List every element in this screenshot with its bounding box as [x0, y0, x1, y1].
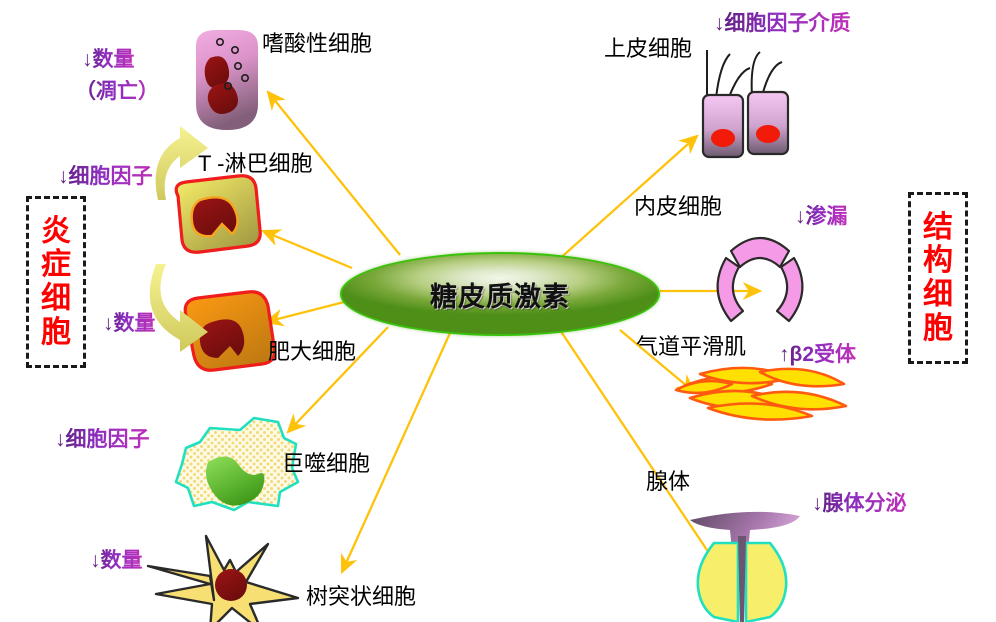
- annotation-macrophage-cytokines: ↓细胞因子: [55, 428, 150, 451]
- annotation-eosinophil-apoptosis: （凋亡）: [75, 80, 159, 103]
- group-box-structural-cells[interactable]: 结 构 细 胞: [908, 192, 968, 364]
- group-char-2: 症: [41, 248, 71, 282]
- annotation-dendritic-count: ↓数量: [90, 549, 143, 572]
- label-smooth-muscle: 气道平滑肌: [636, 334, 747, 359]
- label-dendritic: 树突状细胞: [306, 584, 417, 609]
- arrow-to-epithelial: [555, 134, 699, 263]
- center-node-label: 糖皮质激素: [430, 281, 570, 312]
- label-t-lymphocyte: T -淋巴细胞: [198, 151, 313, 176]
- arrow-to-mast: [263, 298, 353, 327]
- label-mast-cell: 肥大细胞: [268, 339, 357, 364]
- group-char-3: 细: [41, 282, 71, 315]
- annotation-endothelial-leakage: ↓渗漏: [795, 205, 848, 228]
- center-node-glucocorticoid[interactable]: 糖皮质激素: [340, 252, 660, 336]
- arrow-to-gland: [559, 329, 725, 576]
- group-char-3: 细: [923, 278, 953, 311]
- group-char-1: 炎: [41, 214, 71, 248]
- label-gland: 腺体: [646, 469, 691, 494]
- annotation-mast-count: ↓数量: [103, 312, 156, 335]
- annotation-epithelial-mediators: ↓细胞因子介质: [714, 12, 851, 35]
- annotation-tcell-cytokines: ↓细胞因子: [58, 165, 153, 188]
- arrow-to-eosinophil: [266, 90, 401, 256]
- group-box-inflammatory-cells[interactable]: 炎 症 细 胞: [26, 196, 86, 368]
- arrow-to-tcell: [260, 229, 353, 270]
- annotation-eosinophil-count: ↓数量: [82, 48, 135, 71]
- group-char-4: 胞: [923, 311, 953, 345]
- arrow-to-dendritic: [340, 332, 452, 575]
- label-epithelial: 上皮细胞: [604, 36, 693, 61]
- group-char-4: 胞: [41, 315, 71, 349]
- group-char-1: 结: [923, 210, 953, 244]
- group-char-2: 构: [923, 244, 953, 278]
- annotation-gland-secretion: ↓腺体分泌: [812, 492, 907, 515]
- label-macrophage: 巨噬细胞: [282, 451, 371, 476]
- arrow-to-macrophage: [286, 326, 389, 434]
- label-endothelial: 内皮细胞: [634, 194, 723, 219]
- annotation-smoothmuscle-b2: ↑β2受体: [779, 343, 856, 366]
- label-eosinophil: 嗜酸性细胞: [262, 31, 373, 56]
